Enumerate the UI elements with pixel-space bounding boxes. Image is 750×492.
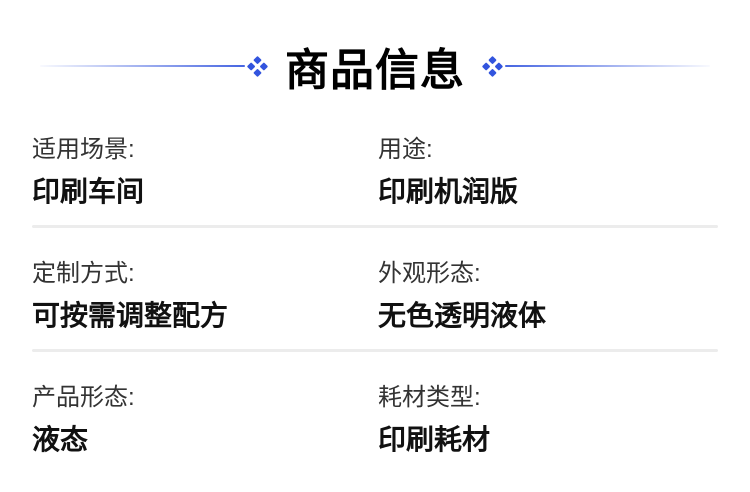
info-row: 定制方式: 可按需调整配方 外观形态: 无色透明液体 <box>32 258 718 333</box>
product-info-panel: 适用场景: 印刷车间 用途: 印刷机润版 定制方式: 可按需调整配方 外观形态:… <box>0 134 750 457</box>
field-value: 印刷机润版 <box>378 176 519 207</box>
field-label: 定制方式: <box>32 260 135 287</box>
field-label: 耗材类型: <box>378 384 481 411</box>
field-value: 液态 <box>32 424 89 455</box>
diamond-ornament-left-icon <box>246 55 269 77</box>
field-product-form: 产品形态: 液态 <box>32 382 378 457</box>
title-rule-right <box>505 65 710 67</box>
diamond-ornament-right-icon <box>481 55 504 77</box>
field-label: 用途: <box>378 136 433 163</box>
row-divider <box>32 225 718 228</box>
field-consumable-type: 耗材类型: 印刷耗材 <box>378 382 718 457</box>
info-row: 适用场景: 印刷车间 用途: 印刷机润版 <box>32 134 718 209</box>
field-appearance-form: 外观形态: 无色透明液体 <box>378 258 718 333</box>
title-rule-left <box>40 65 245 67</box>
field-value: 可按需调整配方 <box>32 300 229 331</box>
field-value: 印刷车间 <box>32 176 145 207</box>
info-row: 产品形态: 液态 耗材类型: 印刷耗材 <box>32 382 718 457</box>
row-divider <box>32 349 718 352</box>
field-label: 产品形态: <box>32 384 135 411</box>
field-value: 无色透明液体 <box>378 300 547 331</box>
field-customization-method: 定制方式: 可按需调整配方 <box>32 258 378 333</box>
section-title: 商品信息 <box>285 46 465 95</box>
field-label: 适用场景: <box>32 136 135 163</box>
field-value: 印刷耗材 <box>378 424 491 455</box>
field-label: 外观形态: <box>378 260 481 287</box>
field-purpose: 用途: 印刷机润版 <box>378 134 718 209</box>
field-applicable-scene: 适用场景: 印刷车间 <box>32 134 378 209</box>
section-header: 商品信息 <box>40 38 710 95</box>
